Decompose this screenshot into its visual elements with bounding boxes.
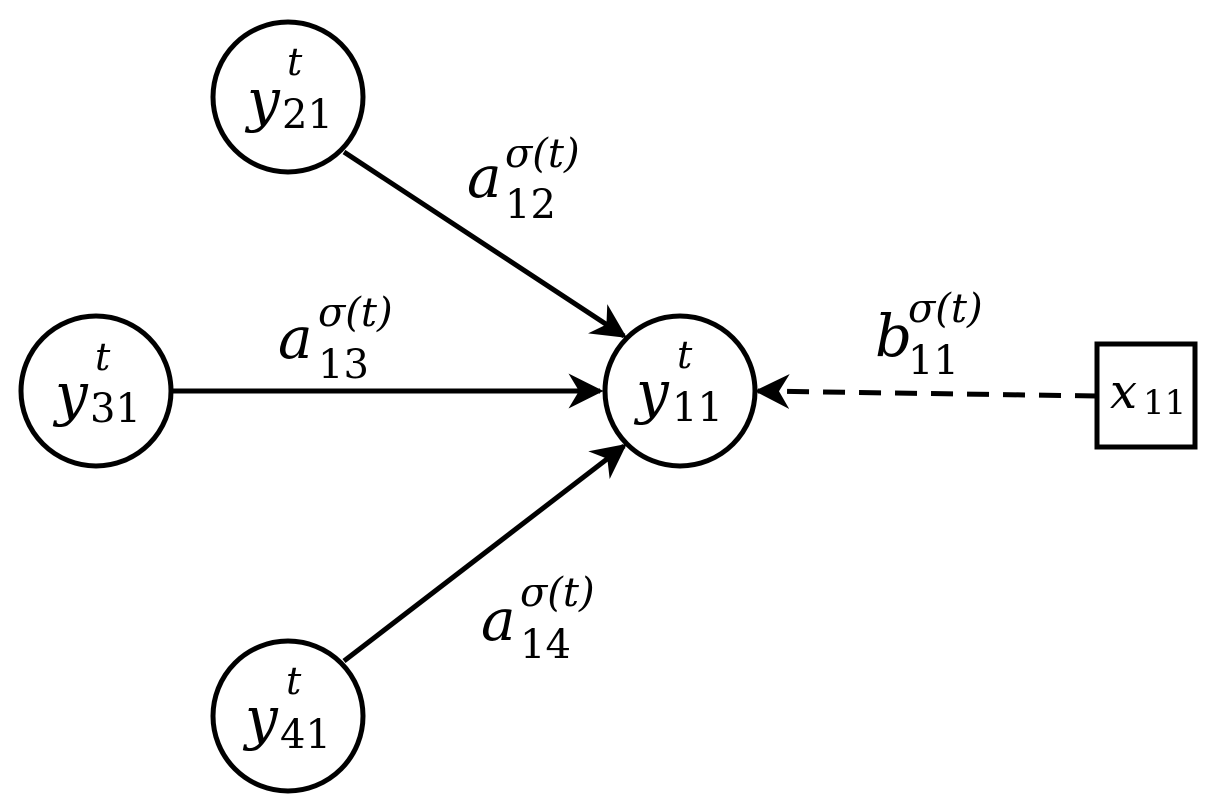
node-y11: y t 11	[602, 313, 758, 469]
node-y21-base: y	[244, 66, 281, 134]
edge-label-a13-sup: σ(t)	[318, 290, 393, 336]
node-y11-sub: 11	[672, 385, 723, 431]
node-y31-base: y	[52, 360, 89, 428]
edge-label-a12: a σ(t) 12	[467, 131, 580, 228]
node-y21-sup: t	[287, 40, 303, 84]
node-y41-base: y	[242, 684, 279, 752]
node-y41-sup: t	[286, 659, 302, 703]
node-x11-base: x	[1110, 364, 1137, 420]
node-y11-base: y	[633, 358, 670, 426]
edge-b11	[754, 373, 1098, 409]
edge-label-b11-sup: σ(t)	[908, 286, 983, 332]
node-y31: y t 31	[18, 313, 174, 469]
edge-label-a12-sup: σ(t)	[505, 131, 580, 177]
node-y11-sup: t	[677, 333, 693, 377]
edge-label-a13: a σ(t) 13	[278, 290, 393, 388]
edge-a12	[342, 149, 627, 339]
node-x11-sub: 11	[1143, 383, 1186, 423]
edge-label-a13-base: a	[278, 304, 313, 372]
edge-a14	[342, 443, 627, 663]
node-y41-sub: 41	[280, 712, 331, 758]
edge-label-a14-sup: σ(t)	[520, 570, 595, 616]
node-y31-sub: 31	[90, 386, 141, 432]
edge-label-a12-sub: 12	[505, 182, 556, 228]
edge-label-a14-sub: 14	[520, 622, 571, 668]
edge-label-a14: a σ(t) 14	[481, 570, 595, 668]
node-y21-sub: 21	[282, 92, 333, 138]
edge-label-a12-base: a	[467, 143, 502, 211]
edge-label-b11-base: b	[875, 302, 912, 370]
node-y41: y t 41	[210, 638, 366, 794]
node-y21: y t 21	[210, 19, 366, 175]
edge-label-a13-sub: 13	[318, 342, 369, 388]
edge-label-b11: b σ(t) 11	[875, 286, 983, 384]
node-x11: x 11	[1094, 341, 1198, 450]
edge-label-b11-sub: 11	[908, 338, 959, 384]
edge-label-a14-base: a	[481, 586, 516, 654]
node-y31-sup: t	[95, 335, 111, 379]
